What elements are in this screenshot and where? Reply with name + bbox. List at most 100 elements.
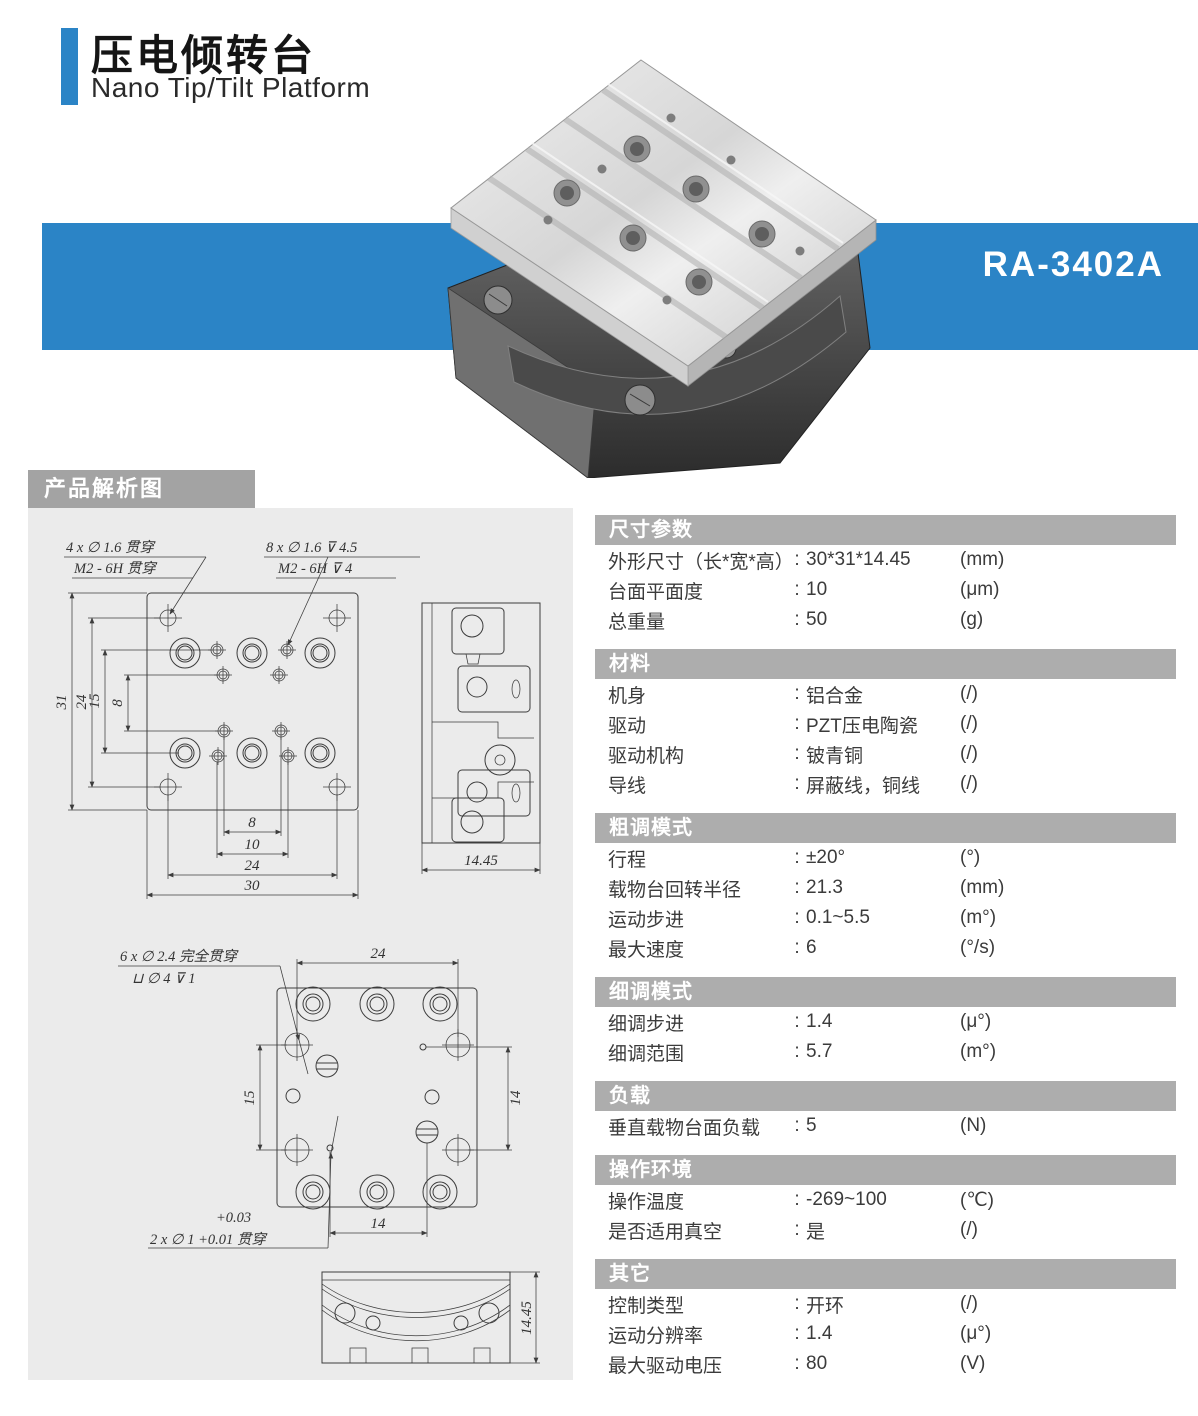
bottom-view: 24 15 14 14 6 x ∅ 2.4 完全贯穿 ⊔ ∅ 4 ⊽ 1 +0.… [118,946,524,1249]
bottom-view-callout2-line1: +0.03 [216,1210,251,1226]
spec-label: 总重量 [608,611,666,633]
top-view-callout2-line1: 8 x ∅ 1.6 ⊽ 4.5 [266,540,357,556]
spec-table: 尺寸参数 外形尺寸（长*宽*高） : 30*31*14.45 (mm) 台面平面… [595,515,1176,1393]
spec-colon: : [794,1189,800,1210]
spec-label: 外形尺寸（长*宽*高） [608,551,794,573]
spec-label: 细调范围 [608,1043,685,1065]
spec-colon: : [794,683,800,704]
spec-row: 机身 : 铝合金 (/) [595,679,1176,709]
spec-section-coarse-mode: 粗调模式 行程 : ±20° (°) 载物台回转半径 : 21.3 (mm) 运… [595,813,1176,963]
spec-label: 导线 [608,775,647,797]
spec-label: 驱动机构 [608,745,685,767]
spec-unit: (m°) [960,907,997,928]
spec-unit: (/) [960,743,978,764]
spec-unit: (°) [960,847,981,868]
spec-colon: : [794,1115,800,1136]
spec-colon: : [794,1323,800,1344]
top-view-callout1-line1: 4 x ∅ 1.6 贯穿 [66,539,156,556]
section-title: 其它 [595,1259,1176,1289]
spec-row: 是否适用真空 : 是 (/) [595,1215,1176,1245]
spec-colon: : [794,937,800,958]
spec-value: PZT压电陶瓷 [806,715,918,737]
bottom-view-callout1-line1: 6 x ∅ 2.4 完全贯穿 [120,948,239,965]
bottom-view-dim-left: 15 [242,1090,258,1106]
dim-30-bottom: 30 [244,878,261,894]
spec-colon: : [794,743,800,764]
spec-value: 铝合金 [806,685,864,707]
spec-row: 外形尺寸（长*宽*高） : 30*31*14.45 (mm) [595,545,1176,575]
section-title: 负载 [595,1081,1176,1111]
spec-row: 驱动 : PZT压电陶瓷 (/) [595,709,1176,739]
dim-8: 8 [110,699,126,707]
spec-label: 运动步进 [608,909,685,931]
spec-label: 是否适用真空 [608,1221,723,1243]
spec-colon: : [794,1011,800,1032]
bottom-view-dim-right: 14 [508,1090,524,1106]
spec-label: 台面平面度 [608,581,704,603]
spec-value: 21.3 [806,877,843,898]
spec-row: 载物台回转半径 : 21.3 (mm) [595,873,1176,903]
dim-8-bottom: 8 [248,815,256,831]
spec-value: 屏蔽线，铜线 [806,775,921,797]
top-view-callout2-line2: M2 - 6H ⊽ 4 [277,561,352,577]
model-number: RA-3402A [982,245,1164,284]
spec-section-load: 负载 垂直载物台面负载 : 5 (N) [595,1081,1176,1141]
spec-label: 最大驱动电压 [608,1355,723,1377]
spec-value: 5 [806,1115,817,1136]
spec-section-environment: 操作环境 操作温度 : -269~100 (℃) 是否适用真空 : 是 (/) [595,1155,1176,1245]
spec-unit: (g) [960,609,984,630]
spec-unit: (mm) [960,549,1005,570]
spec-label: 最大速度 [608,939,685,961]
spec-colon: : [794,1041,800,1062]
spec-unit: (V) [960,1353,986,1374]
side-view-dim: 14.45 [464,853,498,869]
spec-unit: (mm) [960,877,1005,898]
spec-colon: : [794,1353,800,1374]
spec-row: 行程 : ±20° (°) [595,843,1176,873]
spec-colon: : [794,713,800,734]
photo-holes [543,113,805,305]
spec-unit: (/) [960,713,978,734]
bottom-view-callout1-line2: ⊔ ∅ 4 ⊽ 1 [132,971,196,987]
dim-10-bottom: 10 [245,837,261,853]
dim-24-bottom: 24 [245,858,261,874]
spec-unit: (/) [960,1219,978,1240]
spec-colon: : [794,907,800,928]
spec-label: 驱动 [608,715,647,737]
spec-unit: (/) [960,683,978,704]
spec-value: 6 [806,937,817,958]
front-view-dim: 14.45 [519,1301,535,1335]
section-title: 材料 [595,649,1176,679]
spec-value: 80 [806,1353,828,1374]
spec-colon: : [794,773,800,794]
page-title: 压电倾转台 [91,32,317,79]
spec-row: 总重量 : 50 (g) [595,605,1176,635]
spec-row: 驱动机构 : 铍青铜 (/) [595,739,1176,769]
section-title: 尺寸参数 [595,515,1176,545]
spec-colon: : [794,1293,800,1314]
spec-unit: (℃) [960,1189,994,1211]
section-title: 粗调模式 [595,813,1176,843]
spec-label: 垂直载物台面负载 [608,1117,761,1139]
spec-row: 最大驱动电压 : 80 (V) [595,1349,1176,1379]
spec-value: 铍青铜 [806,745,864,767]
spec-value: 10 [806,579,828,600]
side-view: 14.45 [421,602,541,874]
top-view: 31 24 15 8 8 10 24 30 4 x ∅ 1.6 贯穿 M2 - … [54,539,420,899]
dim-15: 15 [87,693,103,709]
spec-unit: (°/s) [960,937,996,958]
spec-value: 是 [806,1221,826,1243]
spec-colon: : [794,549,800,570]
spec-value: 5.7 [806,1041,833,1062]
spec-row: 运动分辨率 : 1.4 (μ°) [595,1319,1176,1349]
top-view-callout1-line2: M2 - 6H 贯穿 [73,560,158,577]
spec-colon: : [794,847,800,868]
spec-value: -269~100 [806,1189,887,1210]
bottom-view-dim-top: 24 [371,946,387,962]
spec-section-dimensions: 尺寸参数 外形尺寸（长*宽*高） : 30*31*14.45 (mm) 台面平面… [595,515,1176,635]
header-accent-bar [61,28,78,105]
spec-row: 导线 : 屏蔽线，铜线 (/) [595,769,1176,799]
photo-plate-top [450,59,877,367]
spec-unit: (μ°) [960,1011,992,1032]
spec-section-materials: 材料 机身 : 铝合金 (/) 驱动 : PZT压电陶瓷 (/) 驱动机构 : … [595,649,1176,799]
